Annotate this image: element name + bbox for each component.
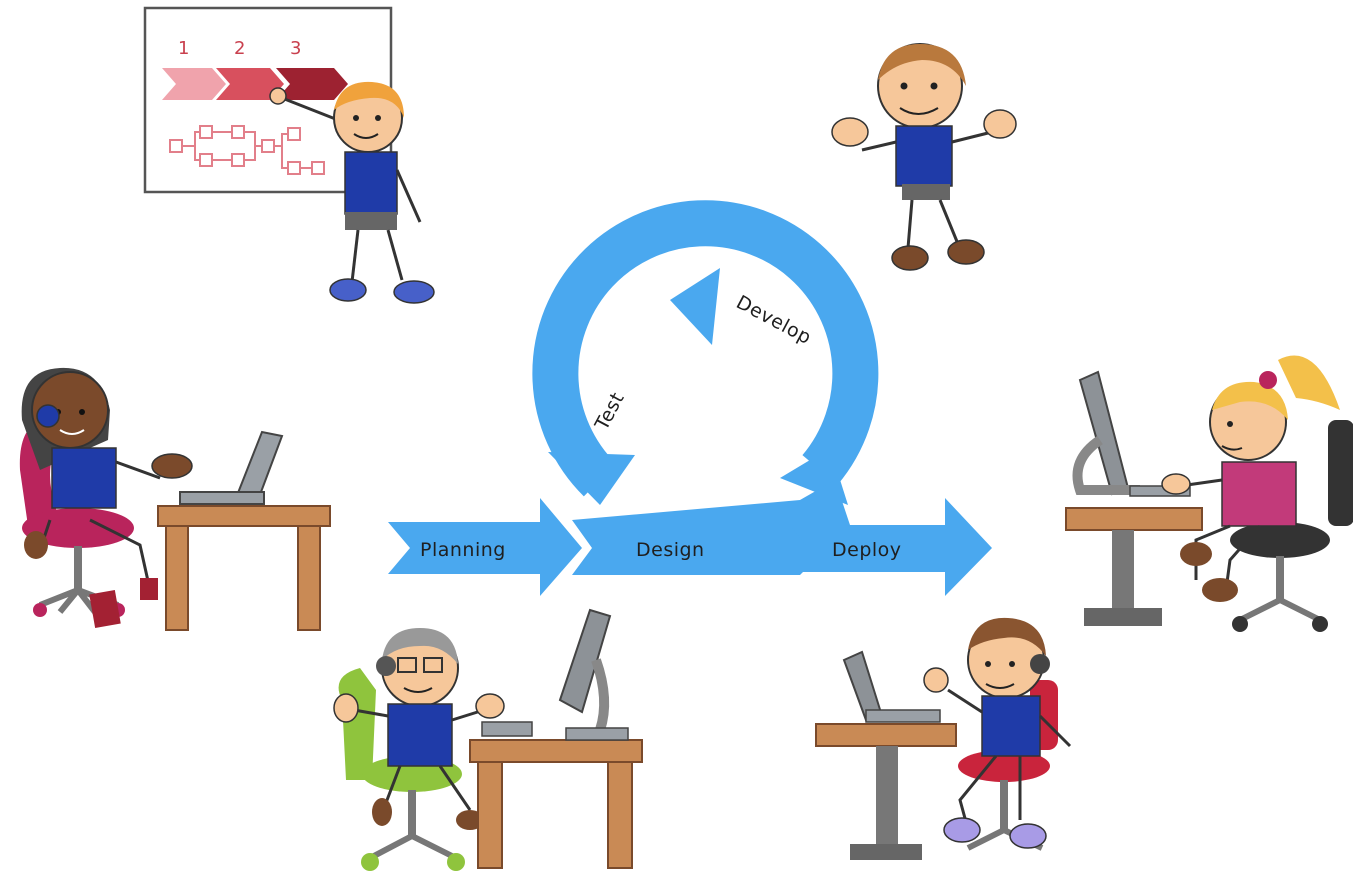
standing-shirt [895, 125, 953, 187]
laptop-left [234, 430, 284, 502]
board-chevron-3 [276, 68, 348, 100]
desk-bottom-right [815, 723, 957, 747]
label-develop: Develop [733, 291, 815, 349]
design-band [572, 480, 850, 575]
label-deploy: Deploy [832, 539, 902, 561]
board-step-2: 2 [234, 38, 245, 59]
planning-arrow [388, 498, 582, 596]
board-step-1: 1 [178, 38, 189, 59]
man-with-glasses-at-computer [333, 608, 643, 871]
cycle-arrowhead-top [670, 268, 720, 345]
monitor-right [1078, 370, 1130, 496]
desk-left [157, 505, 331, 527]
monitor-center [558, 608, 612, 714]
man-headset-shirt [981, 695, 1041, 757]
woman-with-headset-at-laptop [19, 367, 331, 631]
cycle-ring-inner [591, 264, 825, 472]
label-test: Test [590, 389, 628, 435]
deploy-arrow [790, 498, 992, 596]
standing-person [831, 43, 1017, 271]
agile-cycle: Planning Design Deploy Develop Test [388, 200, 992, 596]
woman-left-shirt [51, 447, 117, 509]
board-chevron-1 [162, 68, 226, 100]
desk-right [1065, 507, 1203, 531]
man-glasses-shirt [387, 703, 453, 767]
woman-with-ponytail-at-computer [1065, 355, 1353, 632]
label-planning: Planning [420, 539, 506, 561]
desk-center [469, 739, 643, 763]
presenter-shirt [344, 151, 398, 215]
cycle-ring [532, 200, 879, 497]
cycle-arrowhead-left [548, 452, 635, 505]
man-with-headset-at-laptop [815, 617, 1072, 860]
board-chevron-2 [216, 68, 284, 100]
label-design: Design [636, 539, 705, 561]
board-step-3: 3 [290, 38, 301, 59]
presenter-at-board: 1 2 3 [143, 6, 435, 304]
woman-right-shirt [1221, 461, 1297, 527]
board-flowchart [169, 125, 325, 175]
